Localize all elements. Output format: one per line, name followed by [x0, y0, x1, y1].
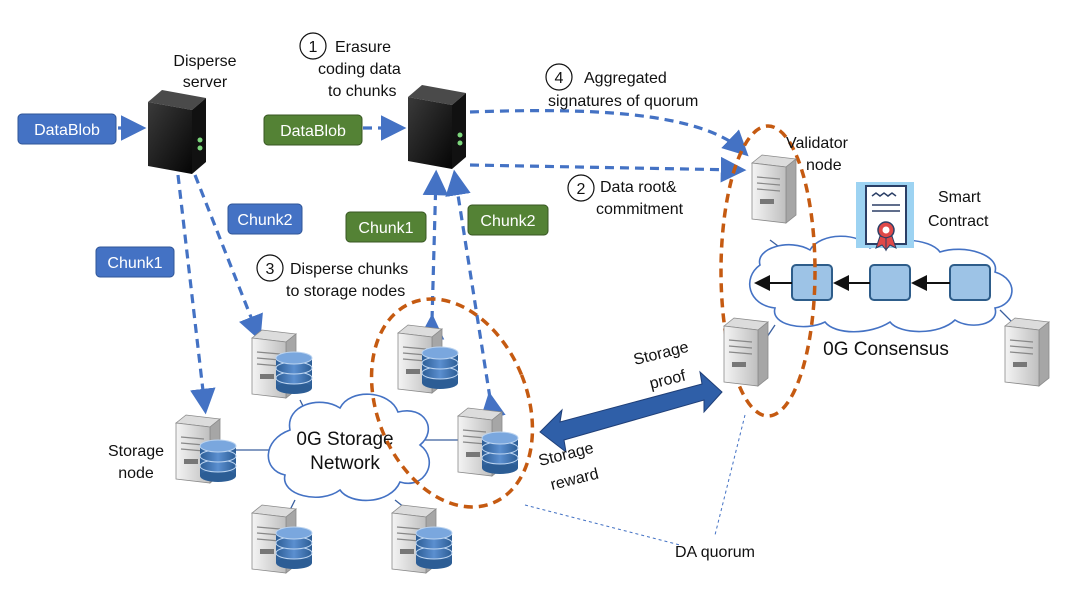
step-1-marker: 1 — [299, 32, 327, 60]
step-4-label-1: Aggregated — [584, 70, 667, 87]
database-icon — [421, 346, 459, 390]
block-1 — [791, 264, 833, 301]
storage-proof-label-1: Storage — [632, 339, 691, 369]
storage-network-cloud — [267, 393, 431, 502]
storage-network-label-1: 0G Storage — [296, 429, 393, 450]
storage-reward-label-1: Storage — [537, 440, 596, 470]
storage-node-label-2: node — [118, 465, 154, 482]
step-3-number: 3 — [266, 261, 275, 278]
arrow-chunk1-to-storage-node — [176, 174, 216, 415]
storage-node-label-1: Storage — [108, 443, 164, 460]
database-icon — [199, 439, 237, 483]
step-1-number: 1 — [309, 39, 318, 56]
step-1-label-1: Erasure — [335, 39, 391, 56]
arrow-chunk2-green-bidirectional — [445, 169, 506, 419]
storage-node-4 — [457, 407, 519, 477]
validator-node-label-1: Validator — [786, 135, 849, 152]
step-2-marker: 2 — [567, 174, 595, 202]
chunk1-blue-tag: Chunk1 — [95, 246, 175, 278]
step-4-marker: 4 — [545, 63, 573, 91]
step-4-label-2: signatures of quorum — [548, 93, 698, 110]
datablob-tag-left: DataBlob — [17, 113, 117, 145]
chunk1-green-tag-label: Chunk1 — [358, 220, 413, 237]
chunk1-blue-tag-label: Chunk1 — [107, 255, 162, 272]
chunk2-blue-tag: Chunk2 — [227, 203, 303, 235]
storage-node-5 — [251, 504, 313, 574]
arrow-chunk2-to-storage-node — [193, 174, 263, 341]
smart-contract-label-1: Smart — [938, 189, 981, 206]
da-quorum-label: DA quorum — [675, 544, 755, 561]
block-3 — [949, 264, 991, 301]
step-2-label-2: commitment — [596, 201, 684, 218]
da-quorum-leader-1 — [524, 504, 681, 546]
step-2-number: 2 — [577, 181, 586, 198]
datablob-tag-mid-label: DataBlob — [280, 123, 346, 140]
blockchain — [754, 264, 991, 301]
validator-node-icon-2 — [723, 317, 769, 387]
storage-network-label-2: Network — [310, 453, 380, 474]
step-1-label-2: coding data — [318, 61, 401, 78]
disperse-server-label-1: Disperse — [173, 53, 236, 70]
storage-node-1 — [175, 414, 237, 484]
dashed-arrows — [118, 108, 749, 419]
da-quorum-ellipse-validators — [719, 124, 817, 418]
consensus-label: 0G Consensus — [823, 339, 949, 360]
chunk1-green-tag: Chunk1 — [345, 211, 427, 243]
datablob-tag-mid: DataBlob — [263, 114, 363, 146]
step-3-label-1: Disperse chunks — [290, 261, 408, 278]
database-icon — [415, 526, 453, 570]
da-quorum-leader-2 — [714, 414, 746, 536]
step-1-label-3: to chunks — [328, 83, 396, 100]
da-quorum-ellipse-storage — [369, 297, 535, 509]
consensus-node-icon — [1004, 317, 1050, 387]
chunk2-blue-tag-label: Chunk2 — [237, 212, 292, 229]
storage-node-3 — [397, 324, 459, 394]
storage-proof-reward-arrow — [539, 370, 723, 454]
database-icon — [481, 431, 519, 475]
arrow-data-root-commitment — [469, 156, 747, 183]
validator-node-label-2: node — [806, 157, 842, 174]
smart-contract-icon — [856, 182, 914, 252]
disperse-server-label-2: server — [183, 74, 228, 91]
storage-reward-label-2: reward — [549, 466, 601, 494]
step-2-label-1: Data root& — [600, 179, 677, 196]
step-3-label-2: to storage nodes — [286, 283, 405, 300]
database-icon — [275, 526, 313, 570]
validator-node-icon — [751, 154, 797, 224]
arrow-aggregated-signatures — [469, 108, 749, 157]
arrow-chunk1-green-bidirectional — [418, 169, 449, 340]
chunk2-green-tag-label: Chunk2 — [480, 213, 535, 230]
step-3-marker: 3 — [256, 254, 284, 282]
step-4-number: 4 — [555, 70, 564, 87]
datablob-tag-left-label: DataBlob — [34, 122, 100, 139]
storage-node-2 — [251, 329, 313, 399]
disperse-server-icon — [148, 90, 206, 174]
storage-node-6 — [391, 504, 453, 574]
chunk2-green-tag: Chunk2 — [467, 204, 549, 236]
server-icon — [408, 85, 466, 169]
block-2 — [869, 264, 911, 301]
smart-contract-label-2: Contract — [928, 213, 989, 230]
database-icon — [275, 351, 313, 395]
